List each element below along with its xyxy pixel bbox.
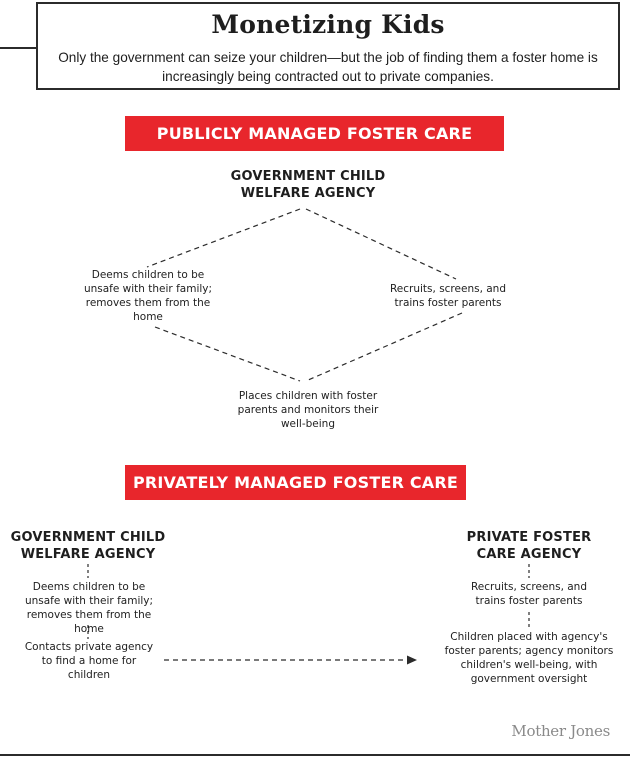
- connector-top-to-left: [146, 208, 301, 268]
- private-step-recruit: Recruits, screens, and trains foster par…: [470, 581, 587, 607]
- header-box: [36, 2, 620, 90]
- public-step-remove: Deems children to be unsafe with their f…: [83, 269, 213, 323]
- page-subtitle: Only the government can seize your child…: [58, 50, 598, 84]
- connector-top-to-right: [305, 208, 457, 280]
- private-agency-heading: PRIVATE FOSTER CARE AGENCY: [466, 530, 592, 562]
- private-step-place: Children placed with agency's foster par…: [444, 631, 614, 685]
- header-left-rule: [0, 47, 38, 49]
- private-gov-agency-heading: GOVERNMENT CHILD WELFARE AGENCY: [10, 530, 166, 562]
- public-step-recruit: Recruits, screens, and trains foster par…: [389, 283, 506, 309]
- connector-left-to-bottom: [154, 326, 301, 382]
- private-gov-step-remove: Deems children to be unsafe with their f…: [24, 581, 154, 635]
- bottom-rule: [0, 754, 630, 756]
- public-banner: PUBLICLY MANAGED FOSTER CARE: [125, 116, 504, 151]
- public-agency-heading: GOVERNMENT CHILD WELFARE AGENCY: [230, 169, 386, 201]
- connector-right-to-bottom: [305, 312, 463, 382]
- page-title: Monetizing Kids: [211, 10, 445, 39]
- public-step-place: Places children with foster parents and …: [237, 390, 379, 430]
- mother-jones-logo: Mother Jones: [511, 722, 610, 740]
- arrowhead-icon: [407, 655, 417, 665]
- private-gov-step-contact: Contacts private agency to find a home f…: [24, 641, 154, 681]
- private-banner: PRIVATELY MANAGED FOSTER CARE: [125, 465, 466, 500]
